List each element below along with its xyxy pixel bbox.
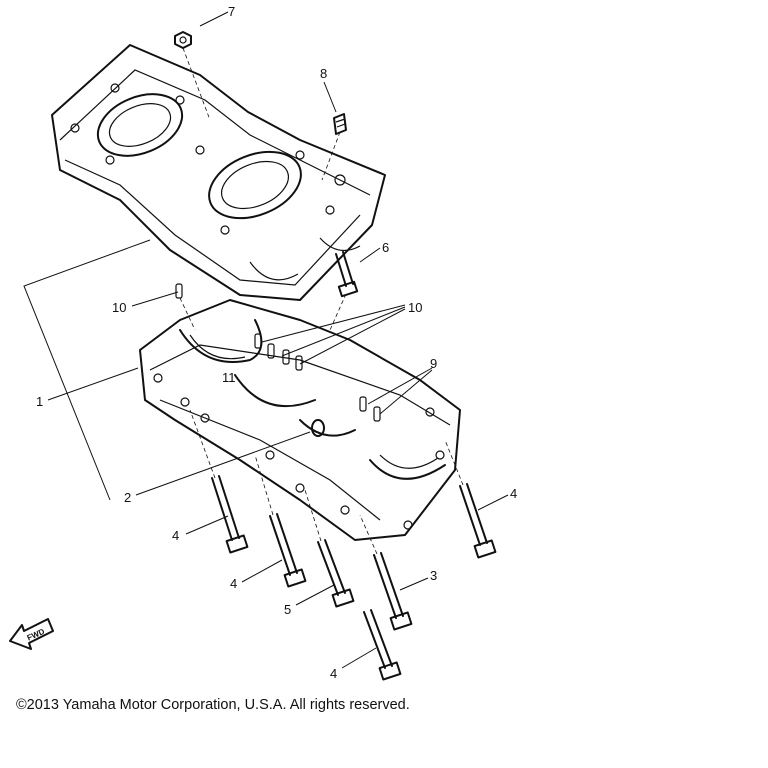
- callout-4-bottom: 4: [330, 666, 337, 681]
- callouts: 7 8 6 10 10 9 11 1 2 4 4 4 3 5 4: [36, 4, 517, 681]
- stud-8: [333, 113, 347, 135]
- nut-7: [174, 31, 192, 49]
- leader-lines: [47, 11, 509, 669]
- lower-crankcase: [139, 299, 461, 541]
- callout-10-left: 10: [112, 300, 126, 315]
- crankcase-bolts: [211, 475, 497, 681]
- callout-5: 5: [284, 602, 291, 617]
- callout-10-right: 10: [408, 300, 422, 315]
- upper-crankcase: [51, 44, 386, 301]
- callout-4-left: 4: [172, 528, 179, 543]
- callout-7: 7: [228, 4, 235, 19]
- callout-2: 2: [124, 490, 131, 505]
- assembly-lines: [179, 47, 464, 555]
- callout-6: 6: [382, 240, 389, 255]
- callout-11: 11: [222, 370, 236, 385]
- forward-arrow-icon: FWD: [9, 618, 54, 650]
- callout-1: 1: [36, 394, 43, 409]
- callout-9: 9: [430, 356, 437, 371]
- assembly-bracket: [23, 239, 151, 501]
- bolt-6: [335, 251, 359, 298]
- callout-4-mid: 4: [230, 576, 237, 591]
- copyright-notice: ©2013 Yamaha Motor Corporation, U.S.A. A…: [16, 697, 410, 713]
- callout-3: 3: [430, 568, 437, 583]
- callout-8: 8: [320, 66, 327, 81]
- callout-4-right: 4: [510, 486, 517, 501]
